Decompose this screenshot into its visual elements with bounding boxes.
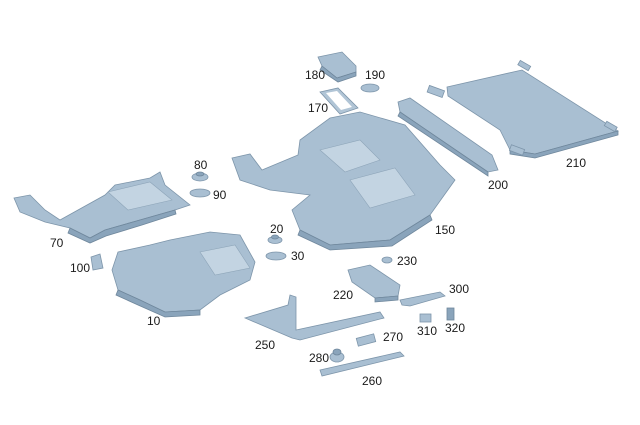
part-200-rail xyxy=(397,97,499,177)
part-170-frame xyxy=(319,87,359,115)
part-310-clip xyxy=(419,313,432,323)
part-270-bracket xyxy=(355,333,377,347)
label-270: 270 xyxy=(383,330,404,344)
label-230: 230 xyxy=(397,254,418,268)
label-30: 30 xyxy=(291,249,305,263)
part-230-clip xyxy=(381,256,393,264)
label-150: 150 xyxy=(435,223,456,237)
part-30-clip xyxy=(265,251,287,261)
part-220-tray xyxy=(347,264,401,303)
label-280: 280 xyxy=(309,351,330,365)
label-100: 100 xyxy=(70,261,91,275)
label-70: 70 xyxy=(50,236,64,250)
label-20: 20 xyxy=(270,222,284,236)
part-70-rear-carpet xyxy=(13,171,191,244)
part-300-trim xyxy=(399,291,446,307)
label-320: 320 xyxy=(445,321,466,335)
label-180: 180 xyxy=(305,68,326,82)
label-300: 300 xyxy=(449,282,470,296)
part-90-clip xyxy=(189,188,211,198)
part-10-front-carpet xyxy=(111,231,256,318)
part-150-floor xyxy=(231,111,456,251)
label-190: 190 xyxy=(365,68,386,82)
part-100-bracket xyxy=(90,253,104,271)
label-220: 220 xyxy=(333,288,354,302)
part-320-clip xyxy=(446,307,455,321)
part-250-sill-trim xyxy=(243,294,385,341)
label-210: 210 xyxy=(566,156,587,170)
label-170: 170 xyxy=(308,101,329,115)
label-310: 310 xyxy=(417,324,438,338)
label-80: 80 xyxy=(194,158,208,172)
part-180-cover xyxy=(317,51,357,83)
part-190-cap xyxy=(360,83,380,93)
label-200: 200 xyxy=(488,178,509,192)
label-10: 10 xyxy=(147,314,161,328)
label-260: 260 xyxy=(362,374,383,388)
label-90: 90 xyxy=(213,188,227,202)
part-260-strip xyxy=(319,351,405,377)
label-250: 250 xyxy=(255,338,276,352)
part-210-panel xyxy=(426,59,619,159)
